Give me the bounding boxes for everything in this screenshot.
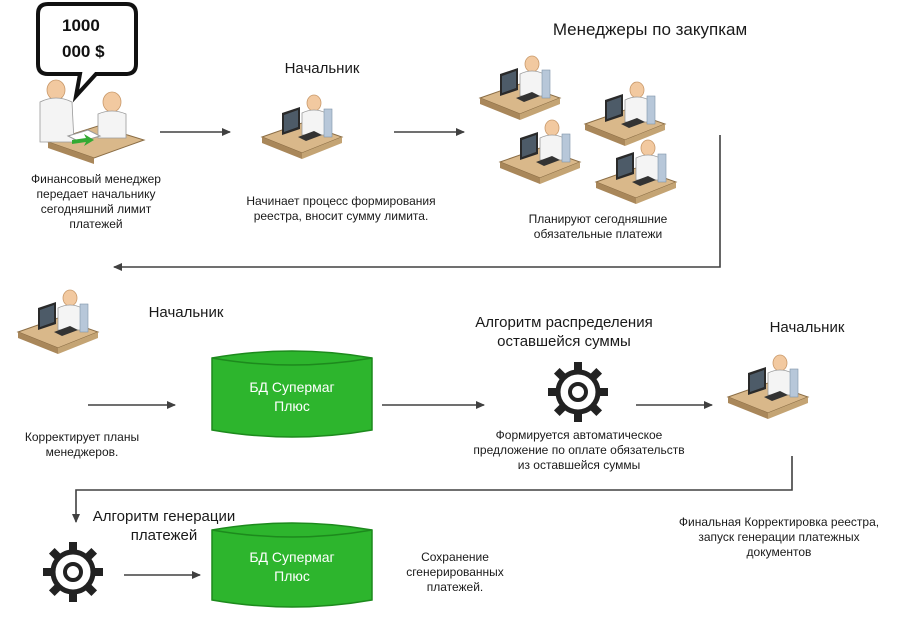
boss3-title: Начальник [769, 319, 845, 336]
boss2-title: Начальник [148, 304, 224, 321]
manager-workstation-icon [584, 81, 666, 147]
managers-text: Планируют сегодняшние обязательные плате… [528, 212, 668, 241]
speech-bubble-icon [36, 2, 138, 103]
boss-workstation-icon [17, 289, 99, 355]
final-text: Финальная Корректировка реестра, запуск … [678, 515, 880, 559]
boss1-title: Начальник [284, 60, 360, 77]
manager-workstation-icon [499, 119, 581, 185]
boss2-text: Корректирует планы менеджеров. [24, 430, 140, 459]
database-label: БД Супермаг Плюс [249, 549, 335, 584]
database-label: БД Супермаг Плюс [249, 379, 335, 414]
boss1-text: Начинает процесс формирования реестра, в… [246, 194, 436, 223]
arrow [113, 135, 721, 271]
boss-workstation-icon [261, 94, 343, 160]
manager-workstation-icon [595, 139, 677, 205]
limit-amount-line2: 000 $ [62, 42, 105, 61]
finance-manager-text: Финансовый менеджер передает начальнику … [31, 172, 161, 231]
database-icon [211, 522, 373, 608]
manager-workstation-icon [479, 55, 561, 121]
save-text: Сохранение сгенерированных платежей. [406, 550, 504, 594]
arrow [72, 456, 793, 523]
finance-manager-icon [39, 79, 146, 164]
managers-title: Менеджеры по закупкам [552, 20, 748, 39]
flow-arrows [72, 128, 793, 579]
algo2-title: Алгоритм генерации платежей [92, 508, 236, 544]
limit-amount-line1: 1000 [62, 16, 100, 35]
algo1-text: Формируется автоматическое предложение п… [473, 428, 685, 472]
boss-workstation-icon [727, 354, 809, 420]
gear-icon [43, 542, 103, 602]
algo1-title: Алгоритм распределения оставшейся суммы [475, 314, 653, 350]
gear-icon [548, 362, 608, 422]
database-icon [211, 350, 373, 438]
